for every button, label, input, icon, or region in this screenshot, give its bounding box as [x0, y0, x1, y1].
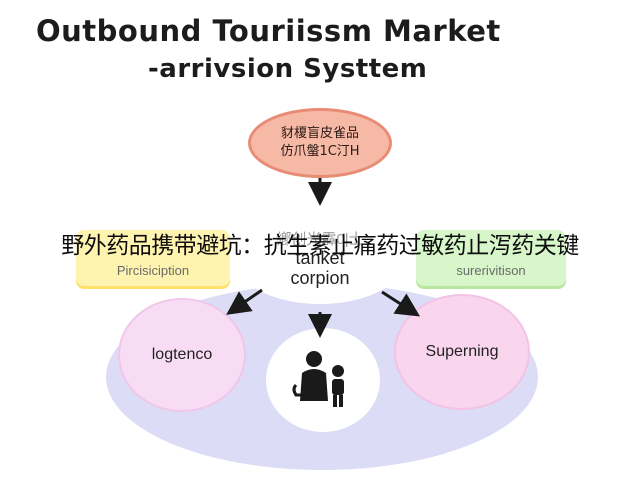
right-card-label: surerivitison — [456, 263, 526, 278]
circle-center — [266, 328, 380, 432]
people-icon — [292, 351, 344, 407]
arrow-down-left-icon — [226, 288, 263, 315]
center-node-faint-text: 鄕创光霹0|士 — [276, 231, 364, 248]
overlay-banner-text: 野外药品携带避坑：抗生素止痛药过敏药止泻药关键 — [61, 233, 579, 259]
circle-left-label: logtenco — [151, 346, 213, 363]
circle-right-label: Superning — [425, 343, 499, 360]
top-node: 豺榎盲皮雀品 仿爪螌1C汀H — [248, 108, 392, 178]
top-node-line2: 仿爪螌1C汀H — [280, 144, 360, 159]
diagram-title-line2: -arrivsion Systtem — [148, 54, 428, 84]
center-node: 鄕创光霹0|士 tanket corpion — [232, 208, 408, 304]
diagram-title-line1: Outbound Touriissm Market — [36, 14, 501, 48]
center-node-line1: tanket — [295, 248, 345, 268]
arrow-down-right-icon — [381, 290, 421, 317]
top-node-line1: 豺榎盲皮雀品 — [280, 126, 359, 141]
left-card-label: Pircisiciption — [116, 263, 190, 278]
left-card: Pircisiciption — [76, 230, 230, 286]
right-card: surerivitison — [416, 230, 566, 286]
circle-left: logtenco — [118, 298, 246, 412]
center-node-line2: corpion — [290, 268, 350, 288]
